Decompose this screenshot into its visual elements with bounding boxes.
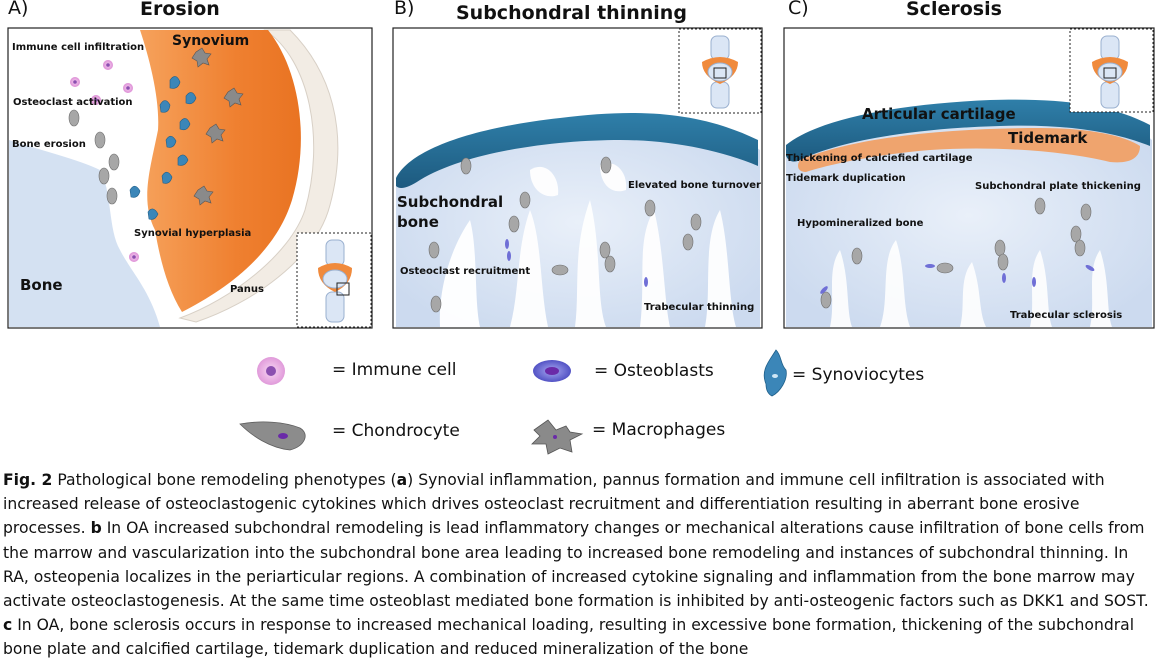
panel-c-letter: C) <box>788 0 809 19</box>
panel-b-bone <box>396 118 760 327</box>
label-subchondral-line1: Subchondral <box>397 193 503 211</box>
panel-a-title: Erosion <box>140 0 220 20</box>
label-articular-cartilage: Articular cartilage <box>862 105 1016 123</box>
panel-a-immune-cells <box>70 60 139 262</box>
caption-a-text: ) Synovial inflammation, pannus formatio… <box>3 471 1105 538</box>
panel-c-joint-icon <box>1092 35 1128 109</box>
panel-c-trabeculae <box>830 240 1112 327</box>
legend-immune-cell-label: = Immune cell <box>332 360 457 380</box>
caption-b-text: In OA increased subchondral remodeling i… <box>3 519 1149 611</box>
panel-b-trabeculae <box>439 163 736 327</box>
caption-b-letter: b <box>90 519 102 538</box>
label-synovial-hyperplasia: Synovial hyperplasia <box>134 228 251 239</box>
label-immune-infiltration: Immune cell infiltration <box>12 42 144 53</box>
legend-immune-cell: = Immune cell <box>332 360 456 380</box>
panel-a-synoviocytes <box>129 76 197 220</box>
panel-a: Immune cell infiltration Osteoclast acti… <box>7 27 373 329</box>
legend-chondrocyte-label: = Chondrocyte <box>332 421 460 441</box>
panel-c-cartilage <box>786 99 1150 162</box>
panel-b-osteoblasts <box>505 239 648 287</box>
panel-c-osteoclasts <box>820 197 1092 309</box>
label-plate-thickening: Subchondral plate thickening <box>975 181 1141 192</box>
label-synovium: Synovium <box>172 33 249 49</box>
label-panus: Panus <box>230 284 264 295</box>
label-osteoclast-recruitment: Osteoclast recruitment <box>400 266 530 277</box>
label-elevated-turnover: Elevated bone turnover <box>628 180 761 191</box>
label-thickening: Thickening of calciefied cartilage <box>786 153 973 164</box>
label-osteoclast-activation: Osteoclast activation <box>13 97 133 108</box>
figure-illustration: Immune cell infiltration Osteoclast acti… <box>7 27 1155 455</box>
immune-cell-icon <box>257 357 285 385</box>
panel-c-osteoblasts <box>820 264 1095 294</box>
panel-c: Articular cartilage Tidemark Thickening … <box>783 27 1155 329</box>
panel-b-cartilage <box>396 113 758 188</box>
panel-c-bone <box>786 103 1152 327</box>
caption-c-letter: c <box>3 616 13 635</box>
caption-c-text: In OA, bone sclerosis occurs in response… <box>3 616 1135 659</box>
label-subchondral-line2: bone <box>397 213 439 231</box>
synovium-shape <box>140 30 301 312</box>
label-trabecular-thinning: Trabecular thinning <box>644 302 754 313</box>
label-hypomineralized: Hypomineralized bone <box>797 218 924 229</box>
caption-intro: Pathological bone remodeling phenotypes … <box>52 471 397 489</box>
label-bone-erosion: Bone erosion <box>12 139 86 150</box>
panel-b: Subchondral bone Elevated bone turnover … <box>392 27 763 329</box>
legend-osteoblasts: = Osteoblasts <box>594 361 714 381</box>
chondrocyte-icon <box>239 421 306 451</box>
legend-macrophages: = Macrophages <box>592 420 725 440</box>
legend-symbols <box>239 349 787 455</box>
panel-c-tidemark <box>798 128 1140 172</box>
panel-a-letter: A) <box>8 0 29 19</box>
caption-a-letter: a <box>396 471 408 489</box>
legend-macrophages-label: = Macrophages <box>592 420 726 440</box>
panel-a-osteoclasts <box>68 109 120 205</box>
label-trabecular-sclerosis: Trabecular sclerosis <box>1010 310 1122 321</box>
panel-b-letter: B) <box>394 0 415 19</box>
label-tidemark: Tidemark <box>1008 129 1088 147</box>
caption-fig-label: Fig. 2 <box>3 471 53 489</box>
legend-synoviocytes-label: = Synoviocytes <box>792 365 925 385</box>
synoviocyte-icon <box>763 349 787 397</box>
panel-b-osteoclasts <box>428 156 702 313</box>
macrophage-icon <box>531 419 584 455</box>
osteoblast-icon <box>533 360 571 382</box>
legend-osteoblasts-label: = Osteoblasts <box>594 361 714 381</box>
figure-caption: Fig. 2 Pathological bone remodeling phen… <box>3 468 1159 662</box>
panel-a-bone <box>9 140 160 327</box>
label-bone: Bone <box>20 276 63 294</box>
panel-a-joint-icon <box>318 239 352 323</box>
label-tidemark-duplication: Tidemark duplication <box>786 173 906 184</box>
legend-chondrocyte: = Chondrocyte <box>332 421 460 441</box>
panel-a-macrophages <box>191 47 244 206</box>
panel-b-title: Subchondral thinning <box>456 2 687 24</box>
legend-synoviocytes: = Synoviocytes <box>792 365 924 385</box>
panel-c-title: Sclerosis <box>906 0 1002 20</box>
panel-b-joint-icon <box>702 35 738 109</box>
